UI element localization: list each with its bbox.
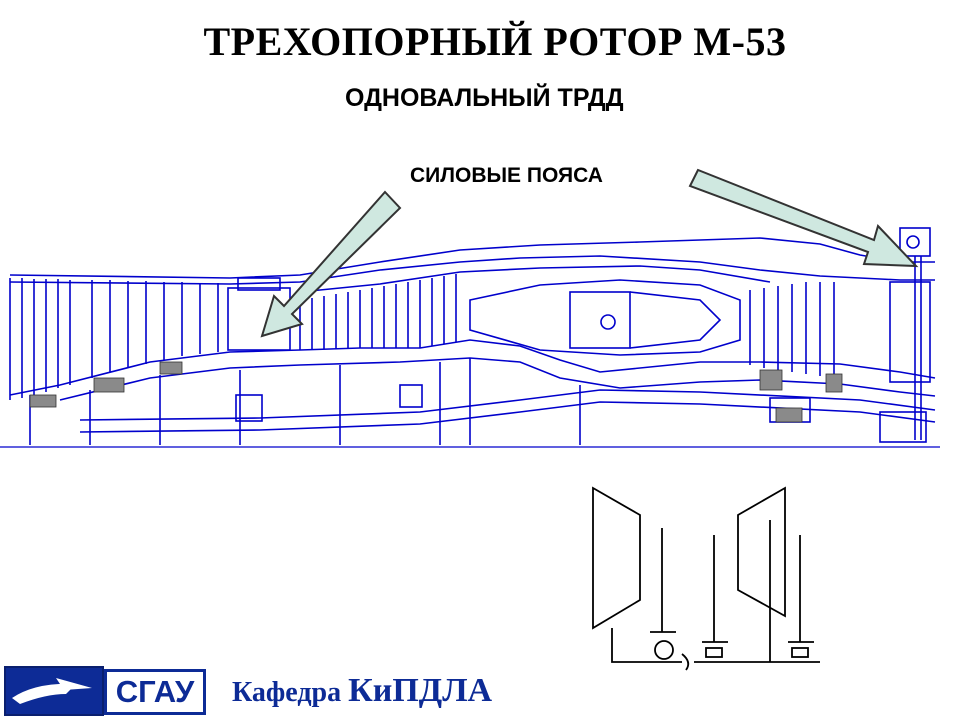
bearing-symbol bbox=[791, 647, 809, 658]
bearing-symbol bbox=[705, 647, 723, 658]
left-arrow bbox=[260, 190, 402, 338]
logo-text: СГАУ bbox=[104, 669, 206, 715]
department-name: КиПДЛА bbox=[348, 672, 493, 709]
turbine-symbol bbox=[737, 486, 786, 618]
slide-subtitle: ОДНОВАЛЬНЫЙ ТРДД bbox=[345, 84, 624, 112]
bearing-symbol bbox=[654, 640, 674, 660]
outer-casing-line bbox=[9, 237, 935, 279]
turbine-blades bbox=[749, 282, 835, 378]
fan-blades bbox=[9, 278, 219, 400]
department-label: Кафедра КиПДЛА bbox=[232, 672, 492, 710]
department-prefix: Кафедра bbox=[232, 677, 349, 708]
compressor-blades bbox=[299, 274, 457, 350]
slide-title: ТРЕХОПОРНЫЙ РОТОР М-53 bbox=[203, 19, 787, 64]
university-logo bbox=[4, 666, 104, 716]
shaft-symbol bbox=[611, 628, 820, 663]
airplane-logo-icon bbox=[12, 678, 92, 704]
right-arrow bbox=[688, 168, 919, 268]
shaft-line bbox=[79, 389, 936, 421]
callout-label: СИЛОВЫЕ ПОЯСА bbox=[410, 164, 603, 187]
compressor-symbol bbox=[592, 486, 641, 630]
combustion-chamber bbox=[469, 279, 741, 356]
